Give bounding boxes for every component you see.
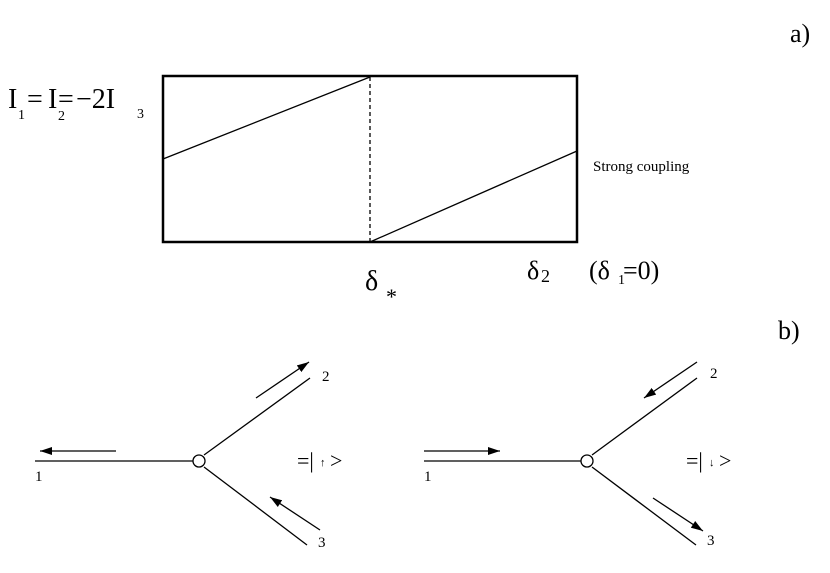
leg-3-line	[591, 466, 697, 546]
relation-sub2: 2	[58, 109, 65, 124]
relation-eq1: =	[27, 84, 43, 115]
delta-star-symbol: δ	[365, 266, 378, 297]
left-branch-line	[162, 76, 371, 160]
leg-3-arrow	[269, 496, 321, 531]
vertex-diagram-down: 1 2 3 =| ↓ >	[424, 361, 731, 549]
leg-3-label: 3	[707, 533, 715, 549]
delta-1-sub: 1	[618, 273, 625, 288]
relation-i2: I	[48, 84, 57, 115]
panel-a-label: a)	[790, 19, 810, 48]
strong-coupling-label: Strong coupling	[593, 159, 690, 175]
delta-2-symbol: δ	[527, 256, 539, 285]
vertex-diagram-up: 1 2 3 =| ↑ >	[35, 361, 342, 551]
leg-2-arrow	[255, 361, 310, 399]
panel-b-label: b)	[778, 316, 800, 345]
delta-1-condition: (δ 1 =0)	[589, 256, 659, 288]
vertex-node	[192, 454, 206, 468]
delta-1-open: (δ	[589, 256, 610, 285]
phase-rectangle	[161, 74, 579, 244]
state-suffix: >	[330, 448, 342, 473]
delta-star-sub: *	[386, 284, 397, 309]
leg-3-label: 3	[318, 535, 326, 551]
state-prefix: =|	[297, 448, 314, 473]
leg-2-label: 2	[710, 366, 718, 382]
vertex-node	[580, 454, 594, 468]
state-prefix: =|	[686, 448, 703, 473]
down-arrow-icon: ↓	[709, 457, 715, 469]
relation-i1: I	[8, 84, 17, 115]
leg-2-label: 2	[322, 369, 330, 385]
delta-2-label: δ 2	[527, 256, 550, 286]
up-arrow-icon: ↑	[320, 457, 326, 469]
delta-1-rest: =0)	[623, 256, 659, 285]
state-suffix: >	[719, 448, 731, 473]
spin-down-state-label: =| ↓ >	[686, 448, 731, 473]
leg-3-line	[203, 466, 308, 546]
leg-2-line	[203, 377, 311, 456]
relation-coef: −2I	[76, 84, 115, 115]
delta-2-sub: 2	[541, 266, 550, 286]
relation-eq2: =	[58, 84, 74, 115]
leg-2-arrow	[643, 361, 698, 399]
relation-sub3: 3	[137, 107, 144, 122]
right-branch-line	[369, 150, 578, 243]
delta-star-label: δ *	[365, 266, 397, 309]
leg-1-label: 1	[424, 469, 432, 485]
current-relation-label: I 1 = I 2 = −2I 3	[8, 84, 144, 124]
leg-1-label: 1	[35, 469, 43, 485]
leg-2-line	[591, 377, 698, 456]
relation-sub1: 1	[18, 108, 25, 123]
leg-3-arrow	[652, 497, 704, 532]
spin-up-state-label: =| ↑ >	[297, 448, 342, 473]
